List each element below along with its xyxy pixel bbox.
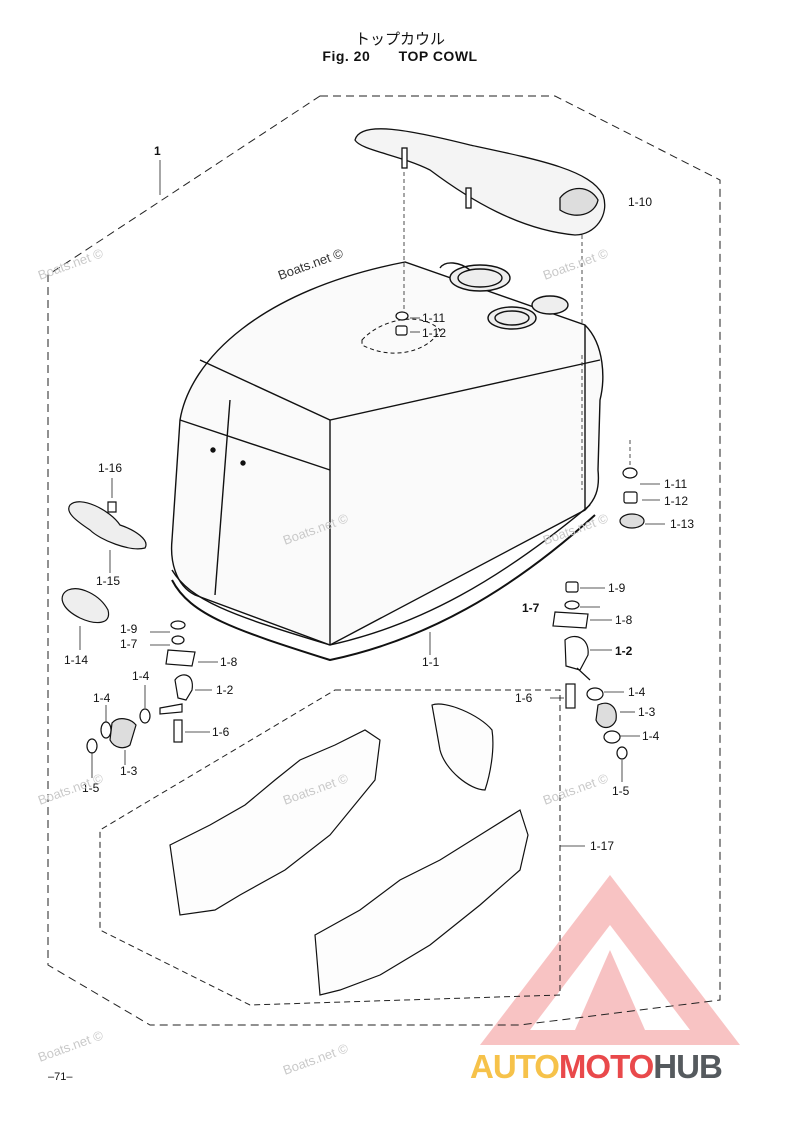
callout-label: 1-7 bbox=[522, 601, 540, 615]
callout-label: 1-4 bbox=[93, 691, 111, 705]
callout-label: 1-6 bbox=[515, 691, 533, 705]
callout-label: 1-3 bbox=[638, 705, 656, 719]
watermark-text: Boats.net © bbox=[36, 1027, 106, 1065]
logo-part-moto: MOTO bbox=[558, 1048, 654, 1085]
page-number: –71– bbox=[48, 1071, 73, 1083]
title-japanese: トップカウル bbox=[354, 30, 445, 48]
figure-name: TOP COWL bbox=[398, 48, 478, 64]
callout-label: 1-3 bbox=[120, 764, 138, 778]
mat-pieces bbox=[169, 703, 529, 996]
callout-label: 1-12 bbox=[664, 494, 688, 508]
callout-label: 1-11 bbox=[664, 477, 687, 491]
leader-lines bbox=[79, 160, 665, 847]
callout-label: 1-9 bbox=[120, 622, 138, 636]
callout-label: 1-15 bbox=[96, 574, 120, 588]
callout-label: 1-5 bbox=[82, 781, 100, 795]
callout-label: 1-8 bbox=[615, 613, 633, 627]
logo-part-hub: HUB bbox=[653, 1048, 722, 1085]
mat-group-boundary bbox=[99, 689, 561, 1006]
brand-logo: AUTOMOTOHUB bbox=[470, 1048, 723, 1086]
callout-label: 1-7 bbox=[120, 637, 138, 651]
part-top-cover bbox=[354, 128, 606, 236]
watermark-text: Boats.net © bbox=[541, 770, 611, 808]
callout-label: 1-4 bbox=[628, 685, 646, 699]
logo-part-auto: AUTO bbox=[470, 1048, 560, 1085]
callout-label: 1-11 bbox=[422, 311, 445, 325]
callout-label: 1-10 bbox=[628, 195, 652, 209]
callout-label: 1-14 bbox=[64, 653, 88, 667]
callout-label: 1 bbox=[154, 144, 161, 158]
watermark-text: Boats.net © bbox=[36, 245, 106, 283]
callout-label: 1-16 bbox=[98, 461, 122, 475]
callout-label: 1-6 bbox=[212, 725, 230, 739]
callout-label: 1-4 bbox=[132, 669, 150, 683]
figure-number: Fig. 20 bbox=[322, 48, 371, 64]
callout-label: 1-9 bbox=[608, 581, 626, 595]
callout-label: 1-4 bbox=[642, 729, 660, 743]
guide-lines bbox=[403, 172, 631, 490]
top-cowl-body bbox=[170, 261, 604, 662]
callout-label: 1-2 bbox=[216, 683, 234, 697]
callout-label: 1-1 bbox=[422, 655, 440, 669]
watermark-text: Boats.net © bbox=[281, 1040, 351, 1078]
watermark-text: Boats.net © bbox=[276, 245, 346, 283]
callout-label: 1-12 bbox=[422, 326, 446, 340]
logo-triangle-mark bbox=[480, 875, 740, 1045]
watermark-text: Boats.net © bbox=[541, 245, 611, 283]
callout-label: 1-13 bbox=[670, 517, 694, 531]
callout-label: 1-8 bbox=[220, 655, 238, 669]
callout-label: 1-5 bbox=[612, 784, 630, 798]
callout-label: 1-2 bbox=[615, 644, 633, 658]
callout-labels: 1 1-10 1-11 1-12 1-11 1-12 1-13 1-16 1-1… bbox=[64, 144, 694, 853]
callout-label: 1-17 bbox=[590, 839, 614, 853]
small-parts bbox=[61, 311, 645, 760]
figure-title: Fig. 20 TOP COWL bbox=[0, 48, 800, 64]
